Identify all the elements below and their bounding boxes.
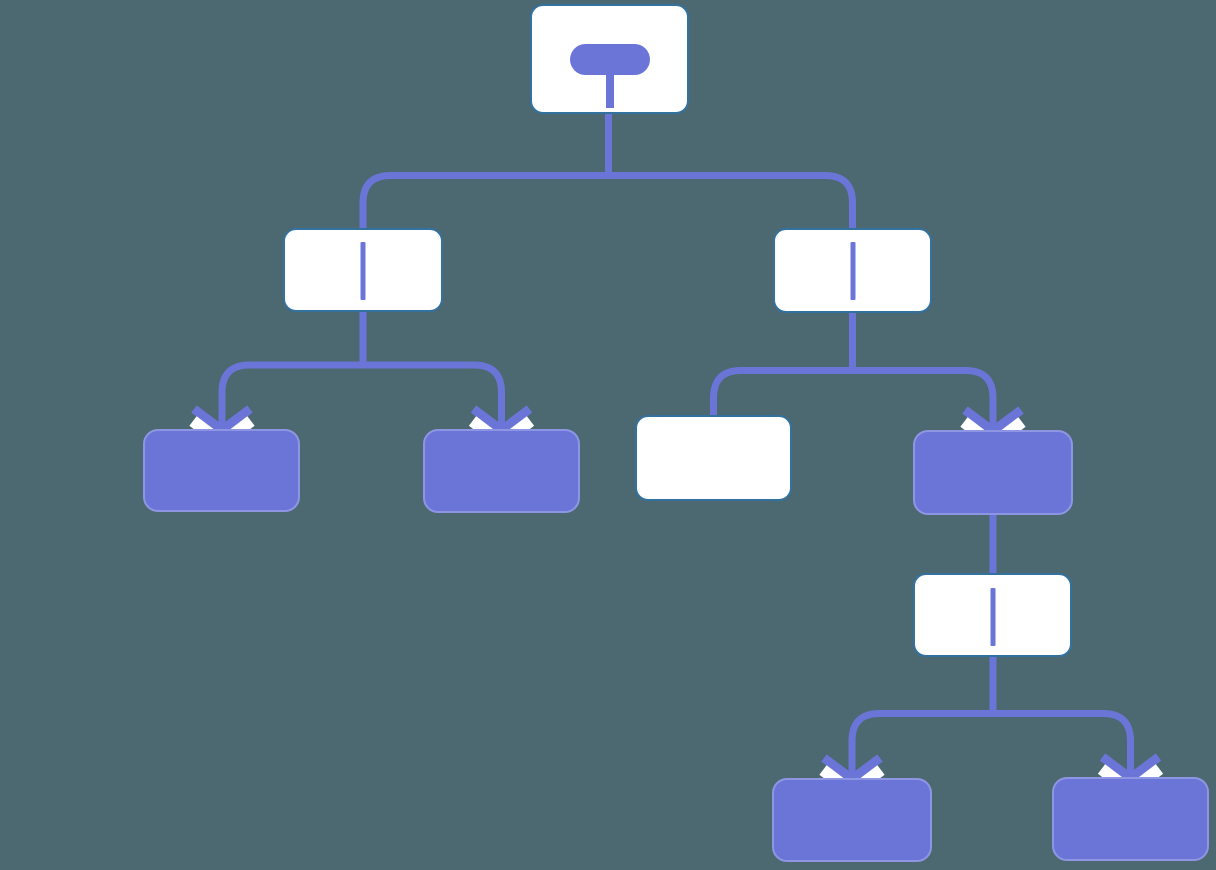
connector-right-branch (710, 367, 997, 429)
rounded-pill-icon (569, 44, 650, 75)
split-node-lower (913, 573, 1072, 657)
connector-top-branch (359, 172, 856, 229)
start-node (530, 4, 689, 114)
connector-left-branch (218, 361, 505, 428)
pill-stem-icon (605, 75, 614, 108)
blank-node (635, 415, 792, 501)
terminal-node-b (423, 429, 580, 513)
split-node-right (773, 228, 932, 313)
vertical-bar-icon (360, 242, 366, 300)
split-node-left (283, 228, 443, 312)
vertical-bar-icon (990, 588, 995, 646)
vertical-bar-icon (850, 242, 855, 300)
terminal-node-d (772, 778, 932, 862)
terminal-node-e (1052, 777, 1209, 861)
terminal-node-a (143, 429, 300, 512)
terminal-node-c (913, 430, 1073, 515)
connector-lower-branch (848, 710, 1134, 775)
